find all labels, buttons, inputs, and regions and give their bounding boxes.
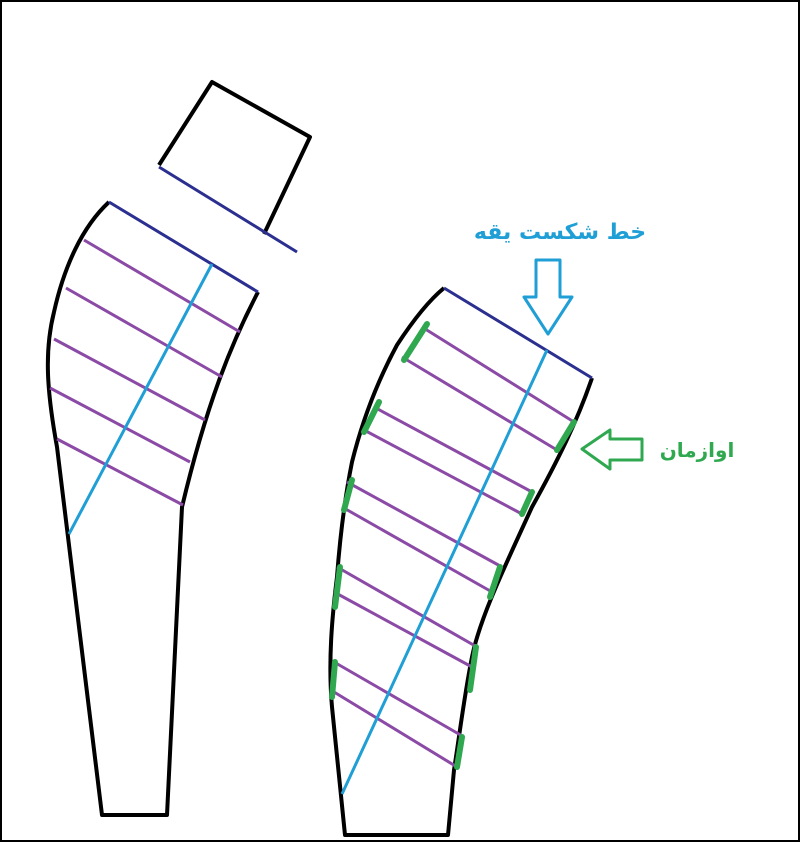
spread-mark (467, 644, 479, 693)
right-slash-line (333, 590, 473, 669)
right-break-line (443, 286, 593, 380)
left-break-line (108, 200, 259, 294)
right-pattern (328, 286, 594, 837)
left-arrow-icon (580, 428, 644, 471)
right-slash-line (363, 428, 523, 516)
left-slash-line (65, 286, 223, 379)
left-pattern (45, 80, 312, 817)
right-slash-lines (333, 325, 575, 769)
right-slash-line (373, 405, 533, 494)
left-slash-line (56, 437, 184, 507)
break-line-label: خط شکست یقه (474, 220, 646, 245)
spread-mark (361, 399, 382, 435)
right-slash-line (341, 505, 493, 594)
collar-stand-outline (157, 80, 312, 235)
down-arrow-icon (522, 258, 574, 336)
spread-mark (401, 321, 430, 363)
right-slash-line (336, 565, 478, 649)
spread-marks (329, 321, 577, 770)
right-lapel-outline (328, 286, 594, 837)
left-slash-line (53, 337, 206, 422)
left-lapel-outline (45, 200, 260, 817)
right-grain-line (340, 349, 549, 795)
spread-mark (341, 477, 355, 513)
right-slash-line (346, 480, 503, 569)
left-grain-line (67, 263, 214, 535)
spread-mark (487, 564, 503, 600)
spread-mark (554, 419, 577, 453)
spread-mark (519, 489, 535, 517)
spread-mark (329, 659, 338, 700)
right-slash-line (333, 690, 458, 769)
left-slash-lines (49, 238, 241, 507)
oversize-label: اوازمان (660, 438, 735, 462)
left-slash-line (83, 238, 241, 334)
right-slash-line (401, 355, 558, 452)
left-slash-line (49, 386, 191, 464)
spread-mark (454, 734, 465, 770)
oversize-annotation: اوازمان (580, 428, 735, 471)
right-slash-line (421, 325, 575, 424)
right-slash-line (333, 660, 465, 739)
collar-stand-break-line (158, 165, 298, 254)
break-line-annotation: خط شکست یقه (474, 220, 646, 336)
spread-mark (332, 564, 343, 610)
